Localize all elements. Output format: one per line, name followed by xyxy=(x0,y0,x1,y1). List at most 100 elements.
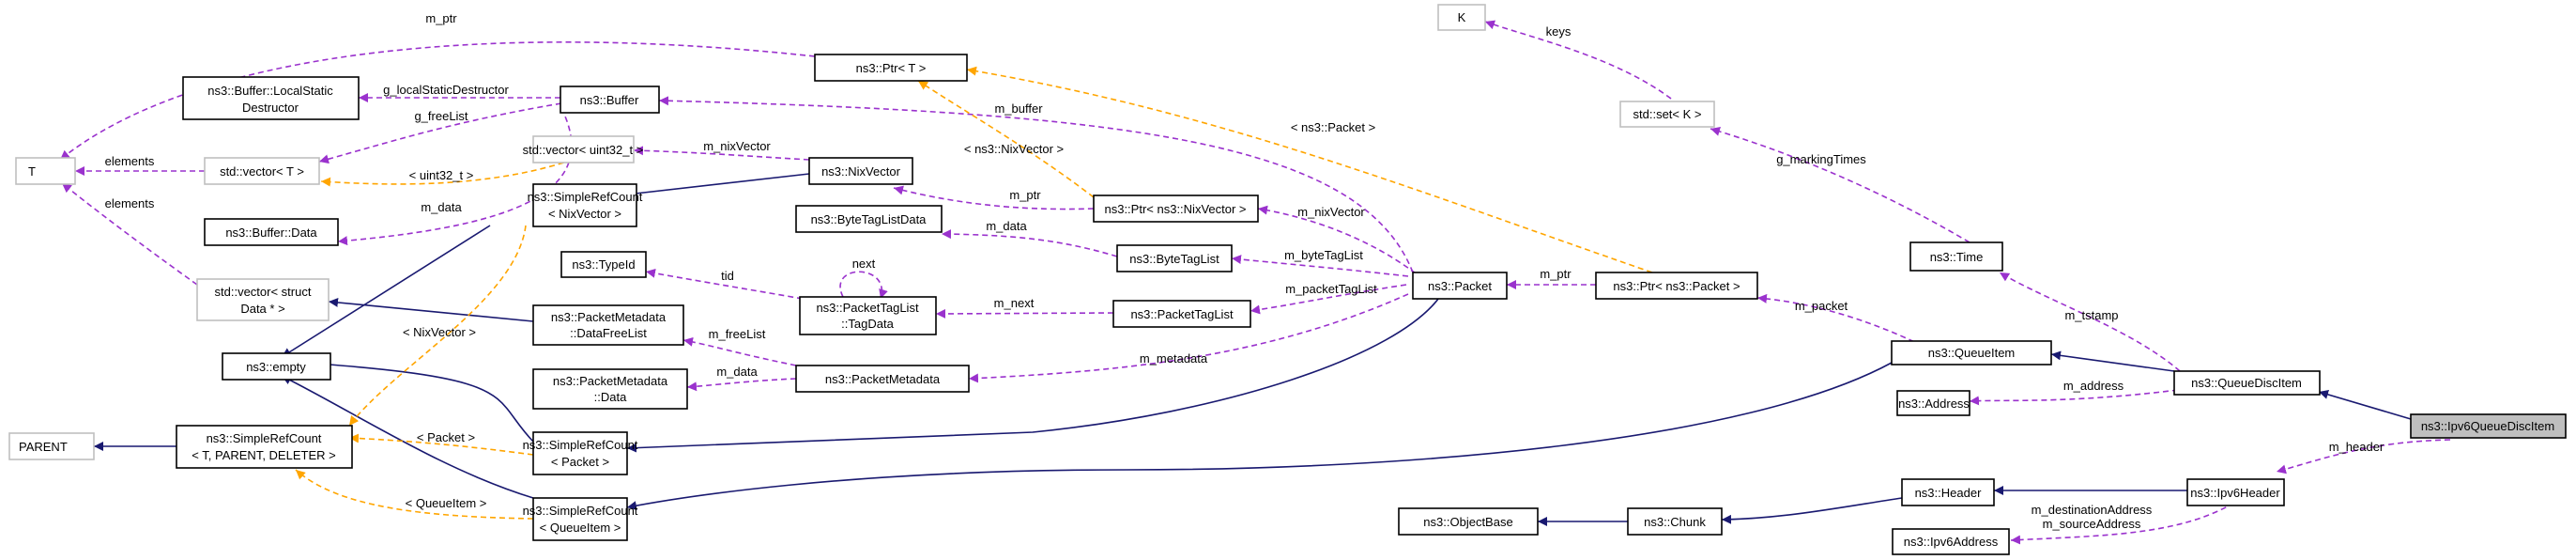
svg-text:::Data: ::Data xyxy=(594,390,627,404)
node-vector-struct-data[interactable]: std::vector< struct Data * > xyxy=(196,278,330,321)
node-queue-item[interactable]: ns3::QueueItem xyxy=(1891,340,2052,366)
node-object-base[interactable]: ns3::ObjectBase xyxy=(1398,507,1539,536)
svg-text:ns3::PacketMetadata: ns3::PacketMetadata xyxy=(825,372,941,386)
edge-src-qi-tmpl xyxy=(295,469,534,520)
node-ipv6-header[interactable]: ns3::Ipv6Header xyxy=(2186,478,2285,506)
edge-pm-dfl-to-vector-struct xyxy=(328,297,534,322)
label-m-bytetaglist: m_byteTagList xyxy=(1284,248,1363,262)
svg-text:ns3::SimpleRefCount: ns3::SimpleRefCount xyxy=(523,438,638,452)
node-simple-ref-count-packet[interactable]: ns3::SimpleRefCount < Packet > xyxy=(523,431,638,475)
edge-packet-m-packettaglist xyxy=(1250,284,1407,315)
node-ipv6-address[interactable]: ns3::Ipv6Address xyxy=(1892,528,2010,555)
node-pm-data-free-list[interactable]: ns3::PacketMetadata ::DataFreeList xyxy=(532,304,684,346)
node-tag-data[interactable]: ns3::PacketTagList ::TagData xyxy=(799,296,937,335)
label-m-metadata: m_metadata xyxy=(1140,351,1208,366)
svg-text:::TagData: ::TagData xyxy=(841,317,894,331)
node-type-id[interactable]: ns3::TypeId xyxy=(560,251,647,278)
edge-src-packet-tmpl xyxy=(348,433,534,456)
edge-pm-m-data xyxy=(686,378,797,392)
node-chunk[interactable]: ns3::Chunk xyxy=(1627,507,1723,536)
node-byte-tag-list[interactable]: ns3::ByteTagList xyxy=(1116,244,1233,272)
node-pm-data[interactable]: ns3::PacketMetadata ::Data xyxy=(532,368,688,410)
node-packet[interactable]: ns3::Packet xyxy=(1412,272,1508,300)
svg-text:::DataFreeList: ::DataFreeList xyxy=(570,326,647,340)
node-simple-ref-count-generic[interactable]: ns3::SimpleRefCount < T, PARENT, DELETER… xyxy=(176,425,353,469)
edge-src-nix-to-empty xyxy=(281,225,491,358)
label-m-freelist: m_freeList xyxy=(709,327,766,341)
svg-text:std::vector< struct: std::vector< struct xyxy=(215,285,312,299)
node-buffer-local-static-destructor[interactable]: ns3::Buffer::LocalStatic Destructor xyxy=(182,76,360,120)
svg-text:ns3::PacketMetadata: ns3::PacketMetadata xyxy=(553,374,668,388)
node-std-set[interactable]: std::set< K > xyxy=(1619,101,1715,128)
node-simple-ref-count-nixvector[interactable]: ns3::SimpleRefCount < NixVector > xyxy=(528,183,643,227)
svg-text:Data * >: Data * > xyxy=(240,302,284,316)
edge-tagdata-tid xyxy=(645,268,804,300)
svg-text:ns3::Buffer: ns3::Buffer xyxy=(580,93,639,107)
node-ptr-t[interactable]: ns3::Ptr< T > xyxy=(814,54,968,82)
edges xyxy=(59,20,2451,545)
node-byte-tag-list-data[interactable]: ns3::ByteTagListData xyxy=(795,205,943,233)
node-ptr-packet[interactable]: ns3::Ptr< ns3::Packet > xyxy=(1595,272,1758,300)
svg-text:ns3::Address: ns3::Address xyxy=(1898,397,1970,411)
label-m-data-pm: m_data xyxy=(716,365,758,379)
node-t[interactable]: T xyxy=(15,157,76,185)
label-m-destination-address: m_destinationAddress xyxy=(2032,503,2153,517)
node-vector-uint32[interactable]: std::vector< uint32_t > xyxy=(523,135,644,163)
svg-text:ns3::SimpleRefCount: ns3::SimpleRefCount xyxy=(207,431,322,445)
label-m-nixvector: m_nixVector xyxy=(1297,205,1365,219)
label-nixvector-tmpl: < ns3::NixVector > xyxy=(964,142,1064,156)
label-uint32-tmpl: < uint32_t > xyxy=(409,168,474,182)
label-m-buffer: m_buffer xyxy=(994,101,1043,116)
svg-text:std::vector< T >: std::vector< T > xyxy=(220,164,304,179)
node-address[interactable]: ns3::Address xyxy=(1896,390,1970,416)
svg-text:ns3::ObjectBase: ns3::ObjectBase xyxy=(1423,515,1512,529)
svg-text:ns3::Ptr< T >: ns3::Ptr< T > xyxy=(856,61,927,75)
label-m-packettaglist: m_packetTagList xyxy=(1285,282,1377,296)
edge-ptr-t-m-ptr xyxy=(59,41,816,161)
node-ptr-nixvector[interactable]: ns3::Ptr< ns3::NixVector > xyxy=(1093,194,1259,223)
edge-packet-m-nixvector xyxy=(1257,205,1417,274)
node-simple-ref-count-queueitem[interactable]: ns3::SimpleRefCount < QueueItem > xyxy=(523,497,638,541)
node-vector-t[interactable]: std::vector< T > xyxy=(204,157,320,185)
label-m-address: m_address xyxy=(2063,379,2124,393)
node-parent[interactable]: PARENT xyxy=(8,432,95,460)
svg-text:ns3::PacketTagList: ns3::PacketTagList xyxy=(816,301,919,315)
edge-ptr-nix-tmpl xyxy=(917,80,1095,198)
node-nix-vector[interactable]: ns3::NixVector xyxy=(808,157,913,185)
node-empty[interactable]: ns3::empty xyxy=(222,352,331,381)
edge-ipv6header-addr xyxy=(2010,502,2235,545)
svg-text:ns3::SimpleRefCount: ns3::SimpleRefCount xyxy=(528,190,643,204)
edge-tagdata-next xyxy=(839,271,888,300)
svg-text:std::vector< uint32_t >: std::vector< uint32_t > xyxy=(523,143,644,157)
label-m-ptr-nix: m_ptr xyxy=(1009,188,1041,202)
svg-text:ns3::QueueDiscItem: ns3::QueueDiscItem xyxy=(2191,376,2302,390)
label-m-ptr-t: m_ptr xyxy=(425,11,457,25)
svg-text:ns3::Buffer::LocalStatic: ns3::Buffer::LocalStatic xyxy=(207,84,333,98)
node-header[interactable]: ns3::Header xyxy=(1901,478,1995,506)
label-m-header: m_header xyxy=(2329,440,2384,454)
label-next: next xyxy=(852,257,876,271)
label-m-nixvector-vec: m_nixVector xyxy=(703,139,771,153)
svg-text:ns3::Ptr< ns3::NixVector >: ns3::Ptr< ns3::NixVector > xyxy=(1104,202,1246,216)
edge-packet-m-bytetaglist xyxy=(1231,255,1409,277)
svg-text:ns3::TypeId: ns3::TypeId xyxy=(572,257,635,272)
node-k[interactable]: K xyxy=(1437,4,1486,31)
edge-nixvector-m-nixvector xyxy=(633,146,810,161)
svg-text:ns3::Ipv6QueueDiscItem: ns3::Ipv6QueueDiscItem xyxy=(2421,419,2554,433)
label-m-next: m_next xyxy=(994,296,1035,310)
node-packet-tag-list[interactable]: ns3::PacketTagList xyxy=(1112,300,1251,328)
node-queue-disc-item[interactable]: ns3::QueueDiscItem xyxy=(2173,370,2321,396)
node-time[interactable]: ns3::Time xyxy=(1909,241,2003,272)
node-buffer[interactable]: ns3::Buffer xyxy=(560,86,660,114)
edge-ptl-m-next xyxy=(935,308,1114,319)
edge-src-packet-to-empty xyxy=(290,357,534,443)
label-elements-2: elements xyxy=(105,196,155,210)
node-buffer-data[interactable]: ns3::Buffer::Data xyxy=(204,218,339,246)
svg-text:ns3::SimpleRefCount: ns3::SimpleRefCount xyxy=(523,504,638,518)
node-ipv6-queue-disc-item[interactable]: ns3::Ipv6QueueDiscItem xyxy=(2410,413,2567,439)
edge-packet-m-buffer xyxy=(658,96,1414,273)
svg-text:ns3::PacketMetadata: ns3::PacketMetadata xyxy=(551,310,667,324)
label-m-data-btld: m_data xyxy=(986,219,1027,233)
node-packet-metadata[interactable]: ns3::PacketMetadata xyxy=(795,365,970,393)
